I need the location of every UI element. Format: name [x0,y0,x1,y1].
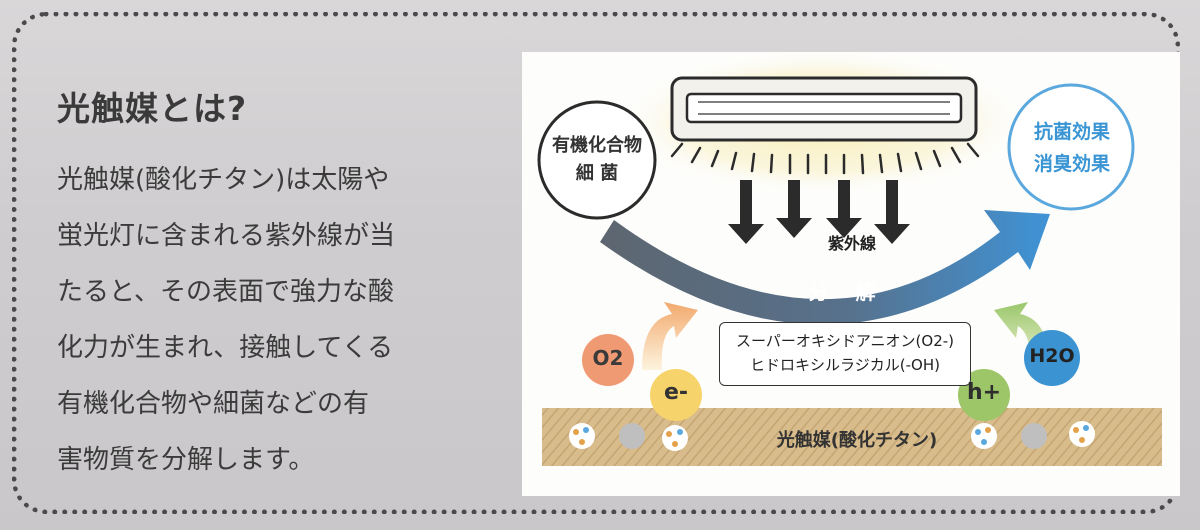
water-circle [1024,330,1080,386]
organic-label: 有機化合物 [552,135,642,156]
hole-label: h+ [966,380,1002,405]
superoxide-label: スーパーオキシドアニオン(O2-) [735,332,955,350]
deodorizing-label: 消臭効果 [1033,153,1110,175]
oxygen-reaction-arrow [642,302,698,370]
photocatalyst-label: 光触媒(酸化チタン) [776,430,938,451]
radicals-box: スーパーオキシドアニオン(O2-) ヒドロキシルラジカル(-OH) [719,322,971,386]
heading: 光触媒とは? [57,89,248,128]
organic-bacteria-label: 有機化合物 細 菌 [542,132,652,188]
hydroxyl-label: ヒドロキシルラジカル(-OH) [750,356,940,374]
description-text: 光触媒(酸化チタン)は太陽や 蛍光灯に含まれる紫外線が当 たると、その表面で強力… [57,152,497,488]
antibacterial-label: 抗菌効果 [1033,121,1110,143]
uv-label: 紫外線 [827,234,876,253]
light-rays [670,142,980,175]
photocatalyst-base [542,408,1162,466]
description-line: たると、その表面で強力な酸 [57,277,394,307]
water-label: H2O [1029,345,1075,367]
description-line: 光触媒(酸化チタン)は太陽や [57,165,390,195]
diagram-graphics [537,52,1162,466]
fluorescent-lamp-icon [670,76,978,142]
description-line: 有機化合物や細菌などの有 [57,389,370,419]
photocatalyst-diagram: 有機化合物 細 菌 抗菌効果 消臭効果 紫外線 分 解 スーパーオキシドアニオン… [522,52,1180,496]
catalyst-particles [569,421,1095,451]
bacteria-label: 細 菌 [575,163,619,184]
description-line: 化力が生まれ、接触してくる [57,333,394,363]
description-line: 蛍光灯に含まれる紫外線が当 [57,221,396,251]
electron-circle [650,369,702,421]
description-line: 害物質を分解します。 [57,445,315,475]
oxygen-circle [582,334,634,386]
electron-label: e- [663,380,689,405]
uv-arrows-icon [728,180,910,244]
effects-circle [1007,83,1135,211]
decompose-label: 分 解 [808,280,886,304]
effects-label: 抗菌効果 消臭効果 [1012,116,1132,180]
decomposition-arc-arrow [600,210,1050,325]
oxygen-label: O2 [592,346,624,370]
organic-bacteria-circle [537,100,657,220]
hole-circle [958,369,1010,421]
